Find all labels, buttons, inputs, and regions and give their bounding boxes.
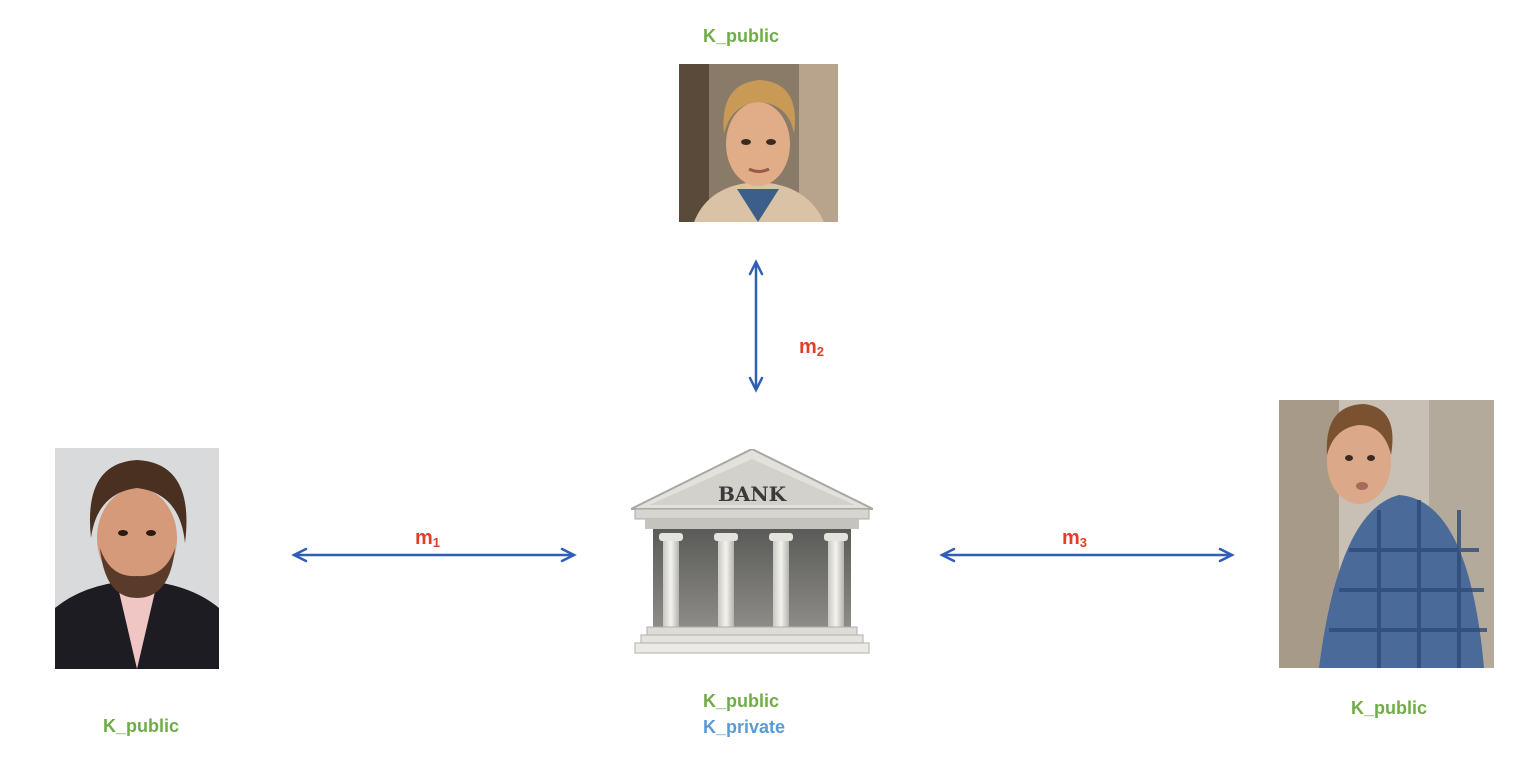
right-user-photo — [1279, 400, 1494, 668]
bank-sign-text: BANK — [718, 482, 787, 506]
top-user-photo — [679, 64, 838, 222]
bank-keys: K_public K_private — [703, 692, 785, 744]
left-user-key-label: K_public — [103, 716, 180, 736]
bank-private-key-label: K_private — [703, 717, 786, 737]
top-user-key-label: K_public — [703, 26, 780, 46]
message-label-m3: m3 — [1062, 527, 1088, 550]
bank-building-icon: BANK — [631, 449, 873, 659]
message-label-m1: m1 — [415, 527, 441, 550]
right-user-key-label: K_public — [1351, 698, 1428, 718]
bank-public-key-label: K_public — [703, 691, 780, 711]
message-label-m2: m2 — [799, 336, 825, 359]
left-user-photo — [55, 448, 219, 669]
